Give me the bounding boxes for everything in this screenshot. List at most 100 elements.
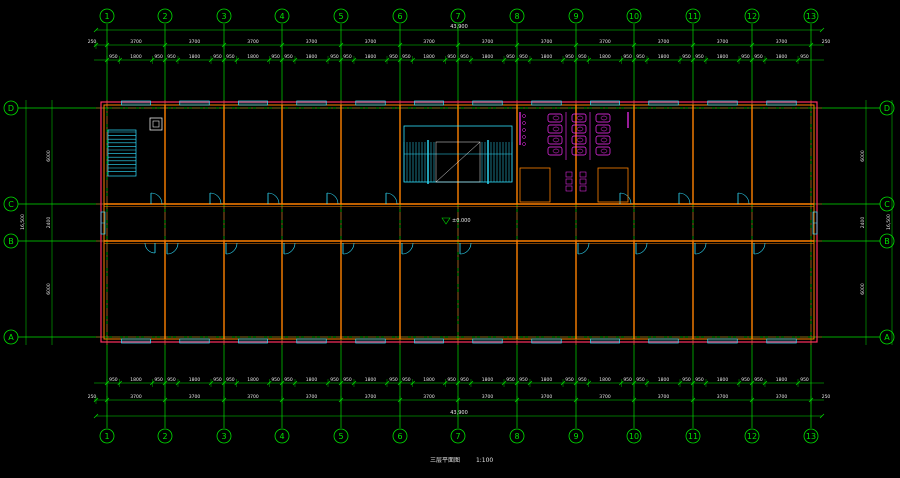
toilet-stall	[595, 146, 611, 156]
axis-bubble	[99, 8, 115, 24]
urinal	[522, 142, 526, 146]
window-dim-top-text: 950	[754, 54, 763, 60]
window-dim-top-text: 950	[447, 54, 456, 60]
door-north-swing	[678, 192, 691, 205]
bay-dim-bottom-text: 3700	[247, 394, 259, 400]
axis-number: 4	[279, 12, 284, 21]
axis-bubble	[216, 8, 232, 24]
row-dim-text: 2400	[860, 217, 866, 229]
toilet-bowl	[600, 148, 608, 154]
axis-number: 7	[455, 12, 460, 21]
axis-bubble	[3, 196, 19, 212]
stair-break-line	[435, 141, 481, 183]
toilet-stall	[571, 124, 587, 134]
row-total-text: 16,500	[886, 214, 892, 230]
bay-dim-top-text: 3700	[306, 39, 318, 45]
axis-bubble	[509, 428, 525, 444]
axis-bubble	[274, 428, 290, 444]
door-north-swing	[209, 192, 222, 205]
window-dim-bottom-text: 950	[226, 377, 235, 383]
axis-number: 4	[279, 432, 284, 441]
axis-bubble	[157, 8, 173, 24]
axis-number: 9	[573, 12, 578, 21]
window-dim-top-text: 1800	[365, 54, 377, 60]
axis-letter: C	[884, 200, 890, 209]
door-south-swing	[577, 242, 590, 255]
axis-bubble	[3, 233, 19, 249]
window-dim-bottom-text: 1800	[130, 377, 142, 383]
windows	[100, 100, 818, 344]
window-dim-bottom-text: 1800	[482, 377, 494, 383]
axis-number: 10	[629, 432, 639, 441]
bay-dim-bottom-text: 3700	[365, 394, 377, 400]
door-south-swing	[635, 242, 648, 255]
axis-number: 2	[162, 432, 167, 441]
axis-bubble	[568, 8, 584, 24]
bay-dim-bottom-text: 3700	[130, 394, 142, 400]
toilet-lobby-west	[519, 167, 551, 203]
window-dim-bottom-text: 950	[330, 377, 339, 383]
window-dim-top-text: 950	[578, 54, 587, 60]
axis-bubble	[333, 428, 349, 444]
bay-dim-top-text: 3700	[189, 39, 201, 45]
window-dim-bottom-text: 950	[695, 377, 704, 383]
window-dim-top-text: 950	[213, 54, 222, 60]
axis-letter: C	[8, 200, 14, 209]
window-dim-bottom-text: 950	[741, 377, 750, 383]
door-south-swing	[166, 242, 179, 255]
window-dim-bottom-text: 1800	[599, 377, 611, 383]
bay-dim-top-text: 3700	[717, 39, 729, 45]
window-dim-top-text: 950	[154, 54, 163, 60]
toilet-stall	[571, 113, 587, 123]
bay-dim-bottom-text: 3700	[541, 394, 553, 400]
window-dim-top-text: 950	[623, 54, 632, 60]
overall-dim-tick	[819, 413, 825, 419]
window-dim-top-text: 1800	[599, 54, 611, 60]
window-dim-top-text: 950	[271, 54, 280, 60]
axis-bubble	[879, 329, 895, 345]
window-dim-top-text: 1800	[776, 54, 788, 60]
edge-dim-text: 250	[822, 394, 831, 400]
window-dim-top-text: 1800	[541, 54, 553, 60]
axis-bubble	[3, 329, 19, 345]
toilet-bowl	[600, 126, 608, 132]
stairs	[107, 117, 513, 184]
row-dim-text: 6000	[860, 283, 866, 295]
window-dim-bottom-text: 950	[506, 377, 515, 383]
axis-letter: B	[8, 237, 14, 246]
axis-number: 12	[747, 432, 757, 441]
bay-dim-bottom-text: 3700	[306, 394, 318, 400]
toilet-stall	[571, 135, 587, 145]
toilet-stall	[595, 124, 611, 134]
bay-dim-bottom-text: 3700	[717, 394, 729, 400]
window-dim-top-text: 1800	[247, 54, 259, 60]
axis-number: 12	[747, 12, 757, 21]
washbasin	[579, 185, 587, 192]
toilet-bowl	[576, 137, 584, 143]
window-dim-bottom-text: 950	[167, 377, 176, 383]
axis-bubble	[803, 428, 819, 444]
window-dim-bottom-text: 950	[343, 377, 352, 383]
level-text: ±0.000	[452, 218, 471, 224]
door-south-swing	[342, 242, 355, 255]
window-dim-top-text: 1800	[306, 54, 318, 60]
window-dim-top-text: 950	[284, 54, 293, 60]
toilet-bowl	[600, 115, 608, 121]
toilet-stall	[595, 113, 611, 123]
urinal	[522, 135, 526, 139]
axis-bubble	[803, 8, 819, 24]
axis-number: 8	[514, 432, 519, 441]
axis-number: 11	[688, 432, 698, 441]
window-dim-bottom-text: 1800	[541, 377, 553, 383]
axis-bubble	[626, 8, 642, 24]
window-dim-bottom-text: 1800	[776, 377, 788, 383]
window-dim-bottom-text: 1800	[423, 377, 435, 383]
axis-number: 5	[338, 432, 343, 441]
row-dim-text: 6000	[860, 150, 866, 162]
door-south-swing	[225, 242, 238, 255]
axis-number: 1	[104, 432, 109, 441]
window-dim-bottom-text: 1800	[306, 377, 318, 383]
axis-bubble	[3, 100, 19, 116]
